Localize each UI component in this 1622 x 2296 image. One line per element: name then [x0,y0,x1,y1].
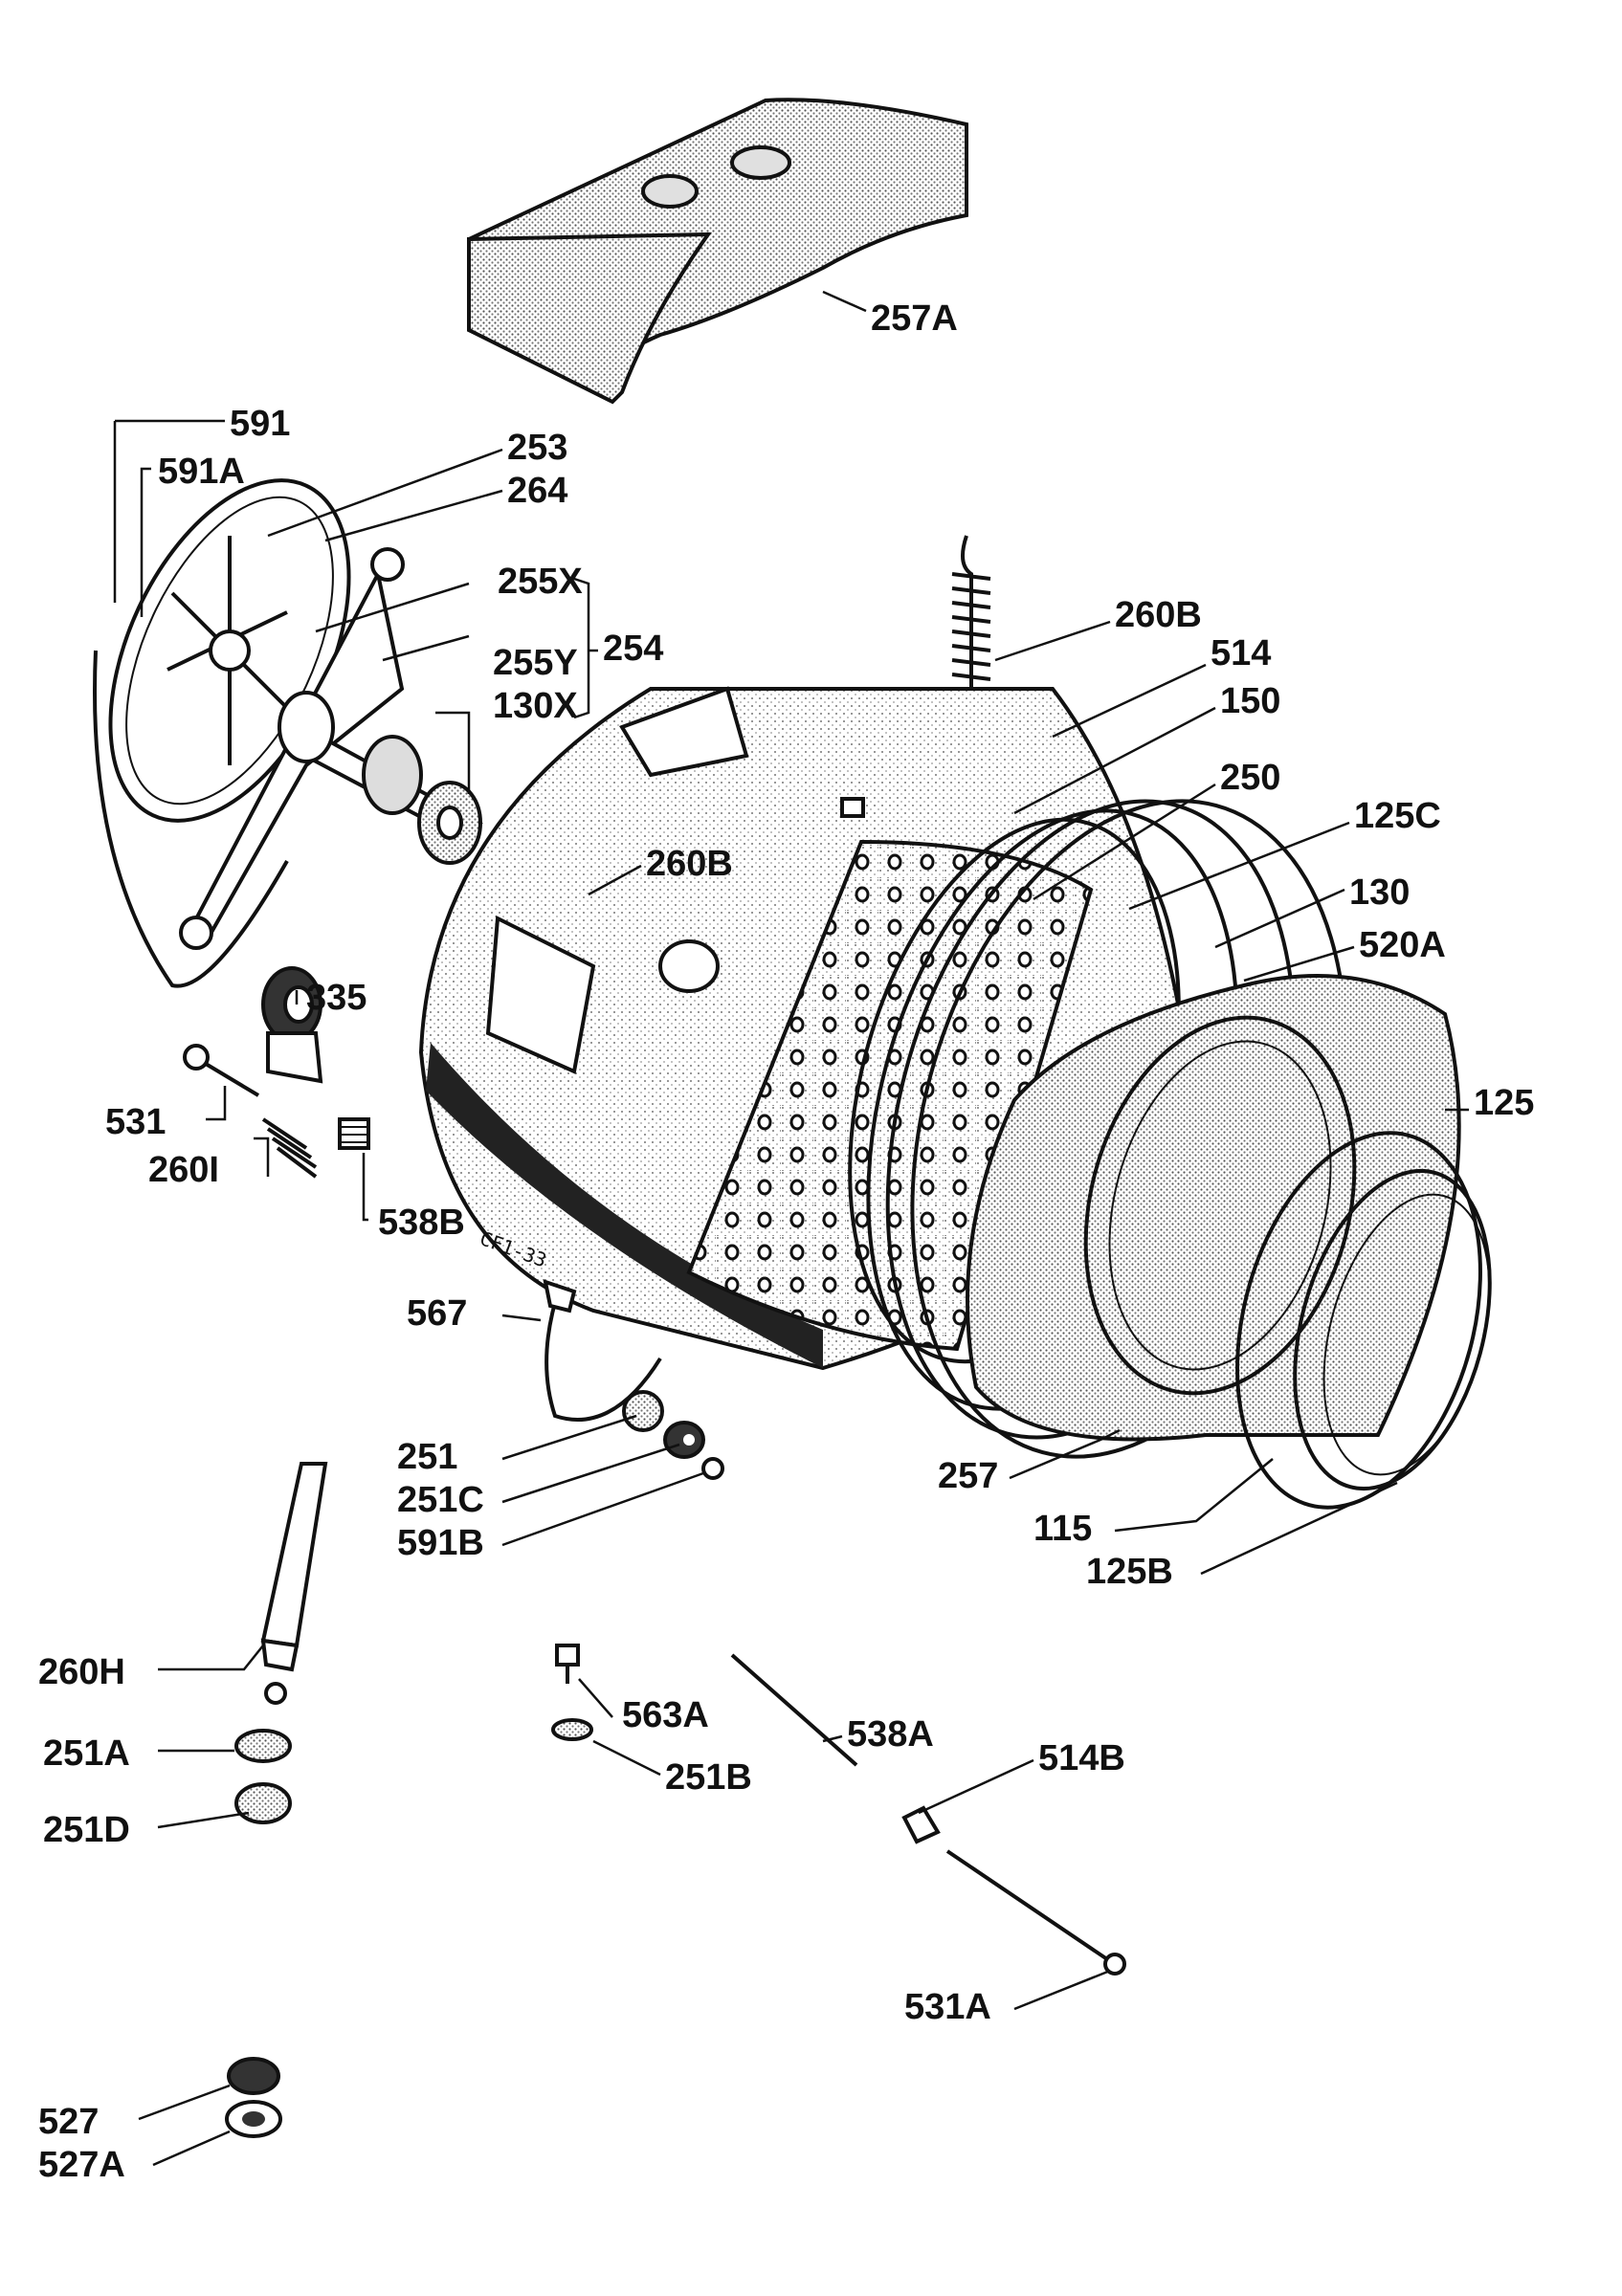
counterweight-front-257 [966,974,1461,1442]
callout-251d: 251D [43,1810,130,1850]
callout-257: 257 [938,1456,998,1496]
callout-150: 150 [1220,681,1280,721]
damper-260h [260,1462,328,1705]
drum-spider-arms [179,547,483,950]
callout-520a: 520A [1359,925,1446,965]
clip-538b [338,1117,370,1150]
callout-591: 591 [230,404,290,444]
callout-531a: 531A [904,1987,991,2027]
callout-264: 264 [507,471,567,511]
callout-527a: 527A [38,2145,125,2185]
tensioner-335 [261,966,323,1084]
door-seal-125 [1235,1131,1492,1510]
callout-125b: 125B [1086,1552,1173,1592]
callout-260h: 260H [38,1652,125,1692]
rod-538a [730,1653,858,1767]
callout-591a: 591A [158,452,245,492]
drive-belt [93,650,289,988]
callout-251: 251 [397,1437,457,1477]
foot-527 [225,2057,282,2138]
callout-514b: 514B [1038,1738,1125,1778]
callout-563a: 563A [622,1695,709,1735]
bushes-251 [622,1390,724,1480]
callout-251a: 251A [43,1733,130,1774]
callout-125: 125 [1474,1083,1534,1123]
spring-260i [261,1117,318,1179]
bushes-251a-251d [234,1729,292,1824]
callout-251b: 251B [665,1757,752,1798]
callout-591b: 591B [397,1523,484,1563]
callout-538b: 538B [378,1203,465,1243]
callout-115: 115 [1033,1509,1092,1549]
callout-255x: 255X [498,562,583,602]
counterweight-top-257a [467,98,968,405]
callout-251c: 251C [397,1480,484,1520]
callout-567: 567 [407,1293,467,1334]
bolt-531 [183,1044,260,1097]
callout-257a: 257A [871,298,958,339]
callout-260i: 260I [148,1150,219,1190]
callout-254: 254 [603,629,663,669]
callout-130: 130 [1349,872,1410,913]
callout-labels: 257A 591 591A 253 264 255X 254 255Y 130X… [38,298,1534,2185]
callout-514: 514 [1211,633,1271,673]
screw-563a [551,1644,593,1741]
callout-125c: 125C [1354,796,1441,836]
callout-250: 250 [1220,758,1280,798]
callout-260b-top: 260B [1115,595,1202,635]
callout-253: 253 [507,428,567,468]
leader-lines [113,290,1469,2167]
callout-335: 335 [306,978,367,1018]
callout-130x: 130X [493,686,578,726]
callout-527: 527 [38,2102,99,2142]
plug-514b [901,1805,941,1844]
callout-260b-left: 260B [646,844,733,884]
callout-531: 531 [105,1102,166,1142]
callout-255y: 255Y [493,643,578,683]
callout-538a: 538A [847,1714,934,1755]
bolt-531a [945,1849,1126,1976]
